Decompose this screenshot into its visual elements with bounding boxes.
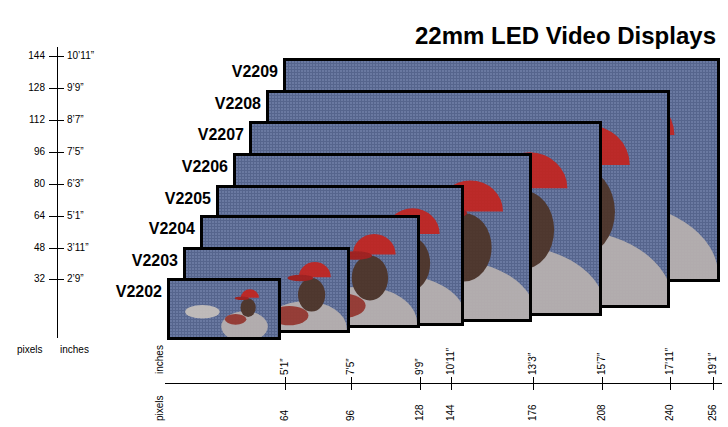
- axis-tick: [351, 377, 352, 390]
- left-axis: [49, 47, 64, 338]
- player-face: [241, 298, 256, 317]
- axis-tick: [49, 279, 64, 280]
- led-display: V2202: [167, 278, 281, 340]
- model-label: V2207: [198, 126, 244, 144]
- axis-unit: pixels: [154, 395, 166, 421]
- inch-value: 8’7”: [67, 114, 84, 126]
- pixel-value: 240: [664, 404, 676, 421]
- axis-tick: [533, 377, 534, 390]
- inch-value: 5’1”: [67, 210, 84, 222]
- axis-tick: [49, 88, 64, 89]
- axis-tick: [451, 377, 452, 390]
- pixel-value: 64: [34, 210, 45, 222]
- pixel-value: 112: [29, 114, 45, 126]
- axis-tick: [285, 377, 286, 390]
- axis-line: [57, 47, 58, 338]
- model-label: V2208: [215, 95, 261, 113]
- inch-value: 3’11”: [67, 242, 89, 254]
- inch-value: 5’1”: [279, 358, 291, 375]
- axis-tick: [602, 377, 603, 390]
- axis-unit: inches: [60, 344, 89, 356]
- model-label: V2209: [232, 63, 278, 81]
- pixel-value: 176: [527, 404, 539, 421]
- axis-tick: [49, 120, 64, 121]
- model-label: V2206: [182, 158, 228, 176]
- pixel-value: 144: [445, 404, 457, 421]
- axis-tick: [49, 184, 64, 185]
- cap-brim: [288, 275, 314, 281]
- axis-tick: [49, 152, 64, 153]
- player-figure: [221, 289, 268, 337]
- axis-tick: [49, 248, 64, 249]
- inch-value: 19’1”: [707, 353, 719, 375]
- cap-brim: [235, 296, 249, 300]
- model-label: V2204: [149, 220, 195, 238]
- axis-tick: [49, 56, 64, 57]
- axis-tick: [420, 377, 421, 390]
- led-picture: [170, 281, 278, 337]
- axis-unit: pixels: [17, 344, 43, 356]
- player-arm: [185, 305, 220, 318]
- inch-value: 7’5”: [345, 358, 357, 375]
- pixel-value: 96: [34, 146, 45, 158]
- pixel-value: 256: [707, 404, 719, 421]
- bottom-axis: [165, 377, 722, 390]
- pixel-value: 48: [34, 242, 45, 254]
- pixel-value: 128: [414, 404, 426, 421]
- player-face: [352, 255, 388, 300]
- title: 22mm LED Video Displays: [415, 22, 716, 50]
- player-face: [298, 278, 325, 312]
- inch-value: 9’9”: [67, 82, 84, 94]
- axis-tick: [713, 377, 714, 390]
- inch-value: 7’5”: [67, 146, 84, 158]
- axis-line: [165, 383, 722, 384]
- inch-value: 10’11”: [445, 348, 457, 375]
- axis-tick: [49, 216, 64, 217]
- model-label: V2202: [116, 283, 162, 301]
- pixel-value: 128: [28, 82, 45, 94]
- inch-value: 9’9”: [414, 358, 426, 375]
- axis-tick: [670, 377, 671, 390]
- pixel-value: 96: [345, 410, 357, 421]
- inch-value: 17’11”: [664, 348, 676, 375]
- inch-value: 2’9”: [67, 273, 84, 285]
- inch-value: 13’3”: [527, 353, 539, 375]
- model-label: V2203: [132, 252, 178, 270]
- pixel-value: 144: [28, 50, 45, 62]
- inch-value: 15’7”: [596, 353, 608, 375]
- pixel-value: 80: [34, 178, 45, 190]
- axis-unit: inches: [154, 345, 166, 374]
- pixel-value: 208: [596, 404, 608, 421]
- model-label: V2205: [165, 190, 211, 208]
- pixel-value: 64: [279, 410, 291, 421]
- player-glove: [225, 314, 247, 325]
- inch-value: 10’11”: [67, 50, 94, 62]
- pixel-value: 32: [34, 273, 45, 285]
- inch-value: 6’3”: [67, 178, 84, 190]
